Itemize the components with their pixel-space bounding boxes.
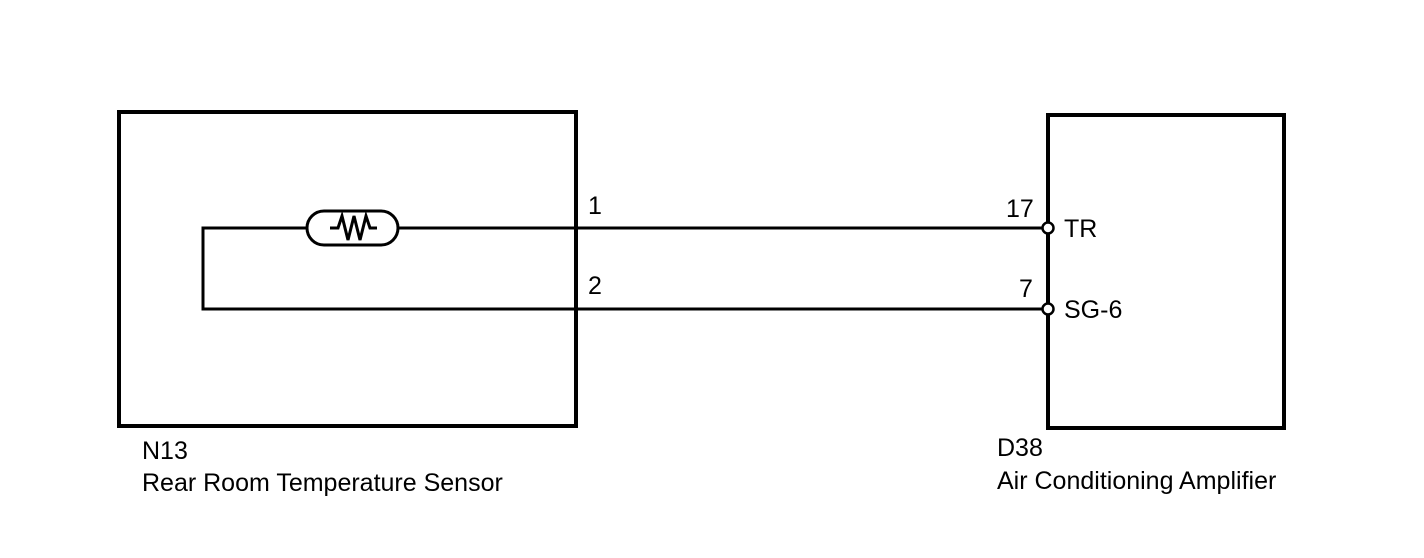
amplifier-pin-17-label: 17: [1006, 195, 1034, 223]
terminal-sg6-label: SG-6: [1064, 296, 1122, 324]
sensor-code-label: N13: [142, 437, 188, 465]
terminal-tr-label: TR: [1064, 215, 1097, 243]
amplifier-code-label: D38: [997, 434, 1043, 462]
amplifier-pin-7-label: 7: [1019, 275, 1033, 303]
terminal-sg6-icon: [1041, 302, 1055, 316]
thermistor-icon: [305, 209, 400, 247]
sensor-internal-loop: [201, 226, 576, 311]
sensor-box: [117, 110, 578, 428]
amplifier-box: [1046, 113, 1286, 430]
terminal-tr-icon: [1041, 221, 1055, 235]
sensor-pin-1-label: 1: [588, 192, 602, 220]
sensor-pin-2-label: 2: [588, 272, 602, 300]
sensor-name-label: Rear Room Temperature Sensor: [142, 469, 503, 497]
amplifier-name-label: Air Conditioning Amplifier: [997, 467, 1276, 495]
